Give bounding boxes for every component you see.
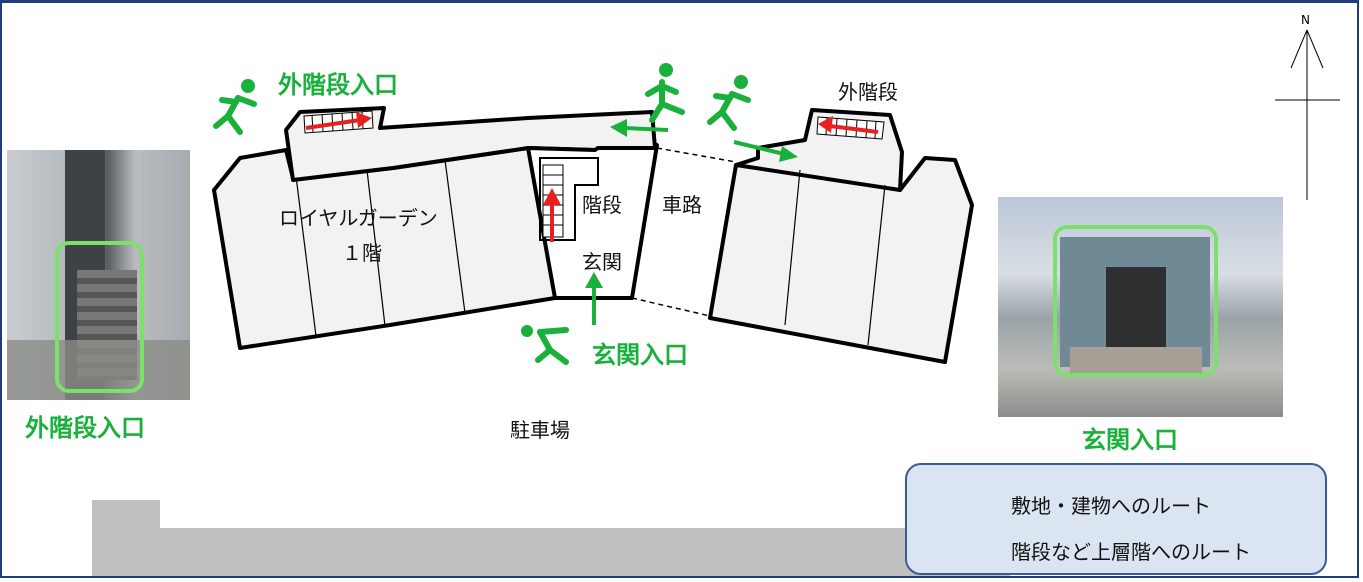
outer-stairs-label: 外階段 (838, 80, 898, 104)
green-route-arrow (610, 119, 669, 137)
running-person-icon (213, 79, 257, 135)
red-route-arrow (543, 188, 561, 242)
driveway-edge (631, 297, 711, 317)
north-label: N (1301, 13, 1310, 27)
legend-label: 階段など上層階へのルート (1011, 540, 1251, 564)
legend-item-green: 敷地・建物へのルート (997, 490, 1211, 519)
driveway-edge (656, 147, 737, 163)
ground-area (92, 500, 1010, 578)
divider-line (295, 175, 317, 337)
legend-label: 敷地・建物へのルート (1011, 494, 1211, 518)
entrance-entry-label: 玄関入口 (592, 341, 688, 369)
stair-room (539, 157, 599, 241)
green-route-arrow (733, 140, 798, 162)
divider-line (867, 184, 886, 346)
right-building (708, 150, 974, 364)
legend-item-red: 階段など上層階へのルート (997, 536, 1251, 565)
walking-person-icon (521, 325, 569, 365)
divider-line (366, 169, 386, 327)
photo-entrance (998, 197, 1283, 417)
driveway-label: 車路 (662, 193, 702, 217)
photo-outer-stairs (7, 150, 190, 400)
parking-label: 駐車場 (510, 418, 570, 442)
floor-label: １階 (342, 241, 382, 265)
running-person-icon (707, 75, 751, 131)
photo-right-caption: 玄関入口 (1082, 426, 1178, 454)
red-route-arrow (305, 112, 372, 130)
divider-line (784, 169, 801, 326)
entrance-label: 玄関 (582, 250, 622, 274)
red-route-arrow (818, 116, 879, 134)
highlight-box (1053, 225, 1218, 377)
running-person-icon (645, 63, 685, 123)
photo-left-caption: 外階段入口 (25, 414, 145, 442)
building-name: ロイヤルガーデン (279, 206, 438, 230)
green-route-arrow (585, 272, 603, 325)
highlight-box (55, 241, 144, 393)
outer-stairs-entrance-label: 外階段入口 (278, 71, 398, 99)
north-arrow-icon (1275, 29, 1340, 200)
legend: 敷地・建物へのルート 階段など上層階へのルート (905, 463, 1327, 575)
divider-line (444, 159, 466, 314)
stairs-label: 階段 (582, 193, 622, 217)
